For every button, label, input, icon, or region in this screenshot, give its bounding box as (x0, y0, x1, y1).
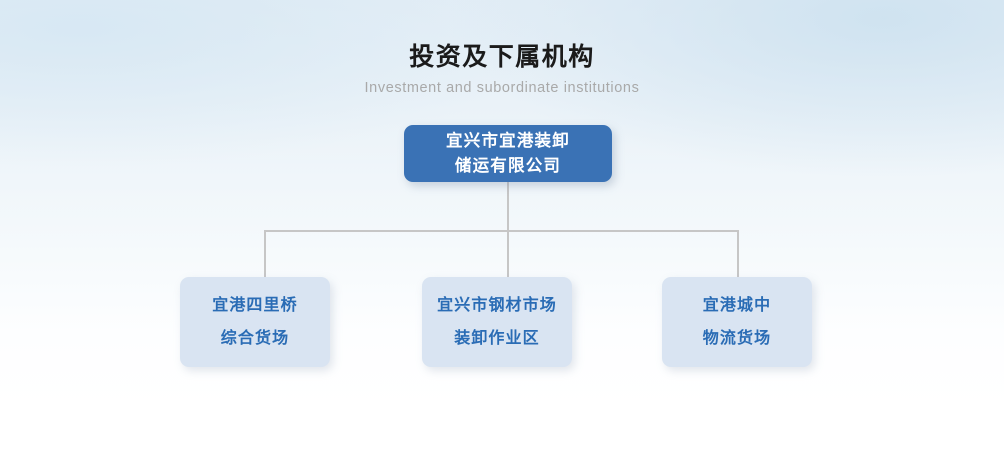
page-title: 投资及下属机构 (409, 43, 595, 71)
org-node-root[interactable]: 宜兴市宜港装卸 储运有限公司 (404, 125, 612, 182)
connector-trunk-vertical (507, 182, 509, 277)
org-node-child-2[interactable]: 宜港城中 物流货场 (662, 277, 812, 367)
org-node-child-2-line-2: 物流货场 (702, 330, 772, 347)
page-subtitle: Investment and subordinate institutions (364, 80, 640, 96)
org-node-child-2-line-1: 宜港城中 (702, 297, 772, 314)
org-node-child-0-line-1: 宜港四里桥 (212, 297, 298, 314)
org-node-root-line-1: 宜兴市宜港装卸 (446, 131, 570, 150)
page-header: 投资及下属机构 Investment and subordinate insti… (0, 40, 1004, 98)
org-node-root-line-2: 储运有限公司 (454, 156, 562, 175)
connector-drop-left (264, 230, 266, 277)
connector-drop-right (737, 230, 739, 277)
org-node-child-0-line-2: 综合货场 (220, 330, 290, 347)
org-node-child-1-line-1: 宜兴市钢材市场 (437, 297, 557, 314)
connector-horizontal-bar (264, 230, 739, 232)
org-node-child-0[interactable]: 宜港四里桥 综合货场 (180, 277, 330, 367)
org-node-child-1[interactable]: 宜兴市钢材市场 装卸作业区 (422, 277, 572, 367)
org-node-child-1-line-2: 装卸作业区 (454, 330, 540, 347)
